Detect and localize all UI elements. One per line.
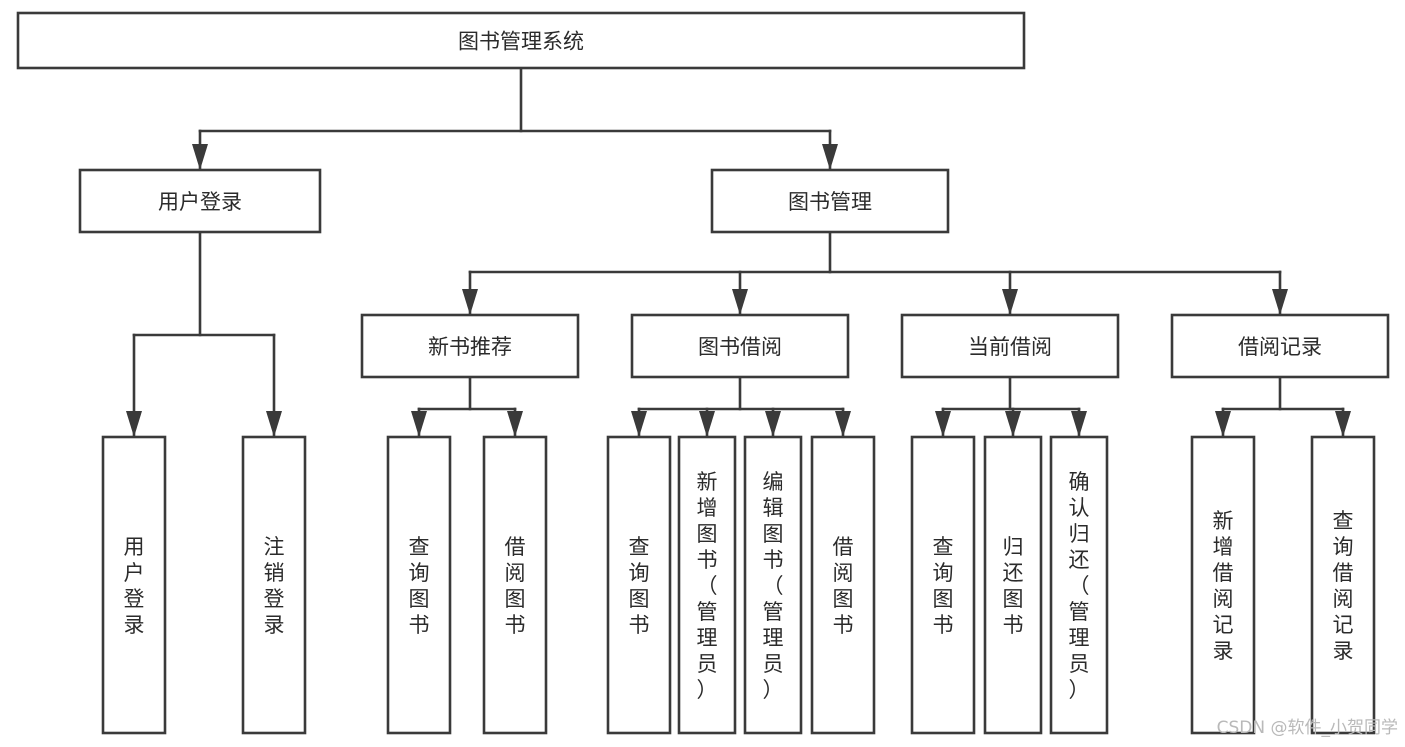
node-leaf-query-book-2[interactable]: 查询图书	[606, 435, 672, 735]
node-label: 编辑图书（管理员）	[763, 470, 784, 702]
node-label: 查询图书	[409, 535, 430, 637]
arrow-head-icon	[1215, 411, 1231, 437]
node-label: 图书借阅	[698, 335, 782, 359]
arrow-head-icon	[935, 411, 951, 437]
node-leaf-logout[interactable]: 注销登录	[241, 435, 307, 735]
arrow-head-icon	[126, 411, 142, 437]
node-leaf-borrow-book-2[interactable]: 借阅图书	[810, 435, 876, 735]
connector-layer	[126, 66, 1351, 439]
node-label: 注销登录	[264, 535, 285, 637]
node-label: 新书推荐	[428, 335, 512, 359]
node-leaf-borrow-book-1[interactable]: 借阅图书	[482, 435, 548, 735]
arrow-head-icon	[699, 411, 715, 437]
node-leaf-edit-book[interactable]: 编辑图书（管理员）	[743, 435, 803, 735]
arrow-head-icon	[1002, 289, 1018, 315]
node-leaf-add-book[interactable]: 新增图书（管理员）	[677, 435, 737, 735]
node-label: 图书管理系统	[458, 30, 584, 54]
arrow-head-icon	[1335, 411, 1351, 437]
node-label: 借阅图书	[833, 535, 854, 637]
node-user-login[interactable]: 用户登录	[78, 168, 322, 234]
arrow-head-icon	[1071, 411, 1087, 437]
node-leaf-user-login[interactable]: 用户登录	[101, 435, 167, 735]
arrow-head-icon	[732, 289, 748, 315]
node-layer: 图书管理系统用户登录图书管理新书推荐图书借阅当前借阅借阅记录用户登录注销登录查询…	[16, 11, 1390, 735]
node-leaf-return-book[interactable]: 归还图书	[983, 435, 1043, 735]
csdn-watermark: CSDN @软件_小贺同学	[1217, 718, 1398, 738]
node-label: 图书管理	[788, 190, 872, 214]
arrow-head-icon	[835, 411, 851, 437]
node-leaf-add-record[interactable]: 新增借阅记录	[1190, 435, 1256, 735]
node-leaf-query-record[interactable]: 查询借阅记录	[1310, 435, 1376, 735]
node-book-borrow[interactable]: 图书借阅	[630, 313, 850, 379]
node-label: 查询借阅记录	[1333, 509, 1354, 663]
node-label: 查询图书	[629, 535, 650, 637]
node-label: 用户登录	[124, 535, 145, 637]
node-new-book-rec[interactable]: 新书推荐	[360, 313, 580, 379]
node-borrow-record[interactable]: 借阅记录	[1170, 313, 1390, 379]
node-label: 借阅图书	[505, 535, 526, 637]
arrow-head-icon	[462, 289, 478, 315]
arrow-head-icon	[266, 411, 282, 437]
arrow-head-icon	[1272, 289, 1288, 315]
node-leaf-confirm-return[interactable]: 确认归还（管理员）	[1049, 435, 1109, 735]
node-book-manage[interactable]: 图书管理	[710, 168, 950, 234]
node-label: 新增借阅记录	[1213, 509, 1234, 663]
node-label: 当前借阅	[968, 335, 1052, 359]
arrow-head-icon	[822, 144, 838, 170]
node-label: 借阅记录	[1238, 335, 1322, 359]
node-label: 确认归还（管理员）	[1069, 470, 1090, 702]
node-leaf-query-book-3[interactable]: 查询图书	[910, 435, 976, 735]
node-current-borrow[interactable]: 当前借阅	[900, 313, 1120, 379]
arrow-head-icon	[192, 144, 208, 170]
node-root[interactable]: 图书管理系统	[16, 11, 1026, 70]
arrow-head-icon	[1005, 411, 1021, 437]
arrow-head-icon	[411, 411, 427, 437]
arrow-head-icon	[765, 411, 781, 437]
node-label: 查询图书	[933, 535, 954, 637]
node-label: 归还图书	[1003, 535, 1024, 637]
arrow-head-icon	[507, 411, 523, 437]
node-label: 新增图书（管理员）	[697, 470, 718, 702]
node-leaf-query-book-1[interactable]: 查询图书	[386, 435, 452, 735]
node-label: 用户登录	[158, 190, 242, 214]
arrow-head-icon	[631, 411, 647, 437]
